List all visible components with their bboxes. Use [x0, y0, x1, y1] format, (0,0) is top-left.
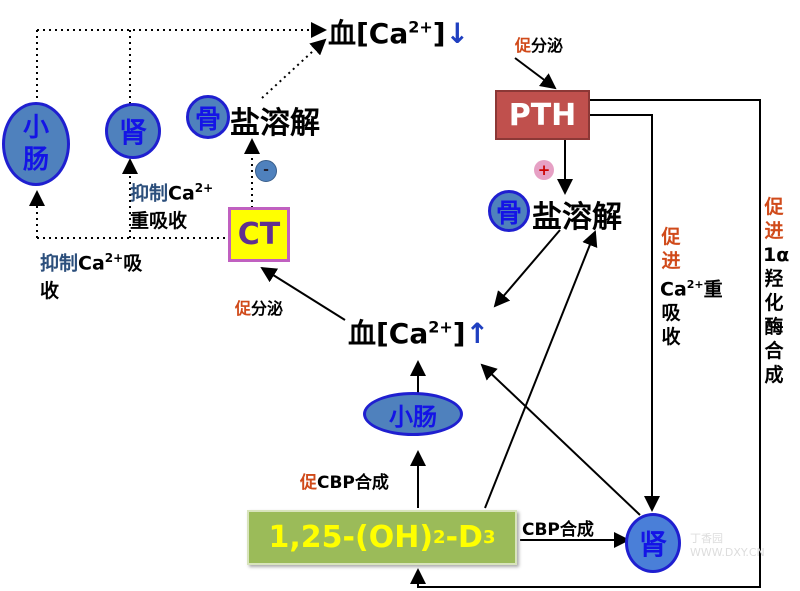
- bone-dissolve-left: 盐溶解: [230, 106, 320, 141]
- promote: 促进: [764, 196, 784, 242]
- watermark: 丁香园 WWW.DXY.CN: [690, 532, 765, 559]
- blood-calcium-increase: 血[Ca2+]↑: [348, 312, 489, 352]
- pth-secretion-label: 促分泌: [515, 32, 563, 56]
- ct-secretion-label: 促分泌: [235, 295, 283, 319]
- pth-kidney-reabsorb-label: 促进 Ca2+重吸收: [660, 225, 723, 349]
- ca: Ca: [660, 278, 687, 301]
- label: 血[Ca: [348, 317, 429, 350]
- sub: 3: [482, 527, 496, 548]
- kidney-circle-bottom: 肾: [625, 513, 681, 573]
- hydroxylase: 1α羟化酶合成: [763, 244, 790, 386]
- promote: 促: [235, 299, 252, 318]
- sup: 2+: [686, 278, 704, 291]
- down-arrow-icon: ↓: [445, 17, 470, 50]
- bracket: ]: [452, 317, 466, 350]
- intestine-circle-left: 小肠: [2, 102, 70, 186]
- cbp-kidney-label: CBP合成: [522, 520, 594, 540]
- formula: 1,25-(OH): [268, 520, 434, 555]
- label: 血[Ca: [328, 17, 409, 50]
- pth-hydroxylase-label: 促进1α羟化酶合成: [763, 195, 789, 387]
- secrete: 分泌: [531, 36, 564, 55]
- up-arrow-icon: ↑: [465, 317, 490, 350]
- inhibit: 抑制: [40, 252, 79, 275]
- minus-sign: -: [255, 160, 277, 182]
- promote: 促进: [661, 226, 681, 272]
- sup: 2+: [194, 181, 214, 195]
- label: 小肠: [22, 113, 49, 175]
- absorb-end: 收: [40, 280, 60, 303]
- blood-calcium-decrease: 血[Ca2+]↓: [328, 12, 469, 52]
- ct-box: CT: [228, 207, 290, 262]
- formula-d: -D: [445, 520, 483, 555]
- bone-dissolve-right: 盐溶解: [532, 200, 622, 235]
- inhibit: 抑制: [130, 182, 169, 205]
- reabsorb: 重吸收: [661, 278, 723, 349]
- superscript: 2+: [428, 317, 453, 337]
- promote: 促: [515, 36, 532, 55]
- cbp: CBP合成: [317, 473, 389, 493]
- sup: 2+: [104, 251, 124, 265]
- inhibit-reabsorption-label: 抑制Ca2+ 重吸收: [130, 174, 213, 235]
- bone-circle-right: 骨: [488, 190, 530, 232]
- plus-sign: +: [534, 160, 554, 180]
- ca: Ca: [168, 182, 195, 205]
- secrete: 分泌: [251, 299, 284, 318]
- cbp-intestine-label: 促CBP合成: [300, 468, 389, 493]
- intestine-ellipse: 小肠: [363, 392, 463, 436]
- superscript: 2+: [408, 17, 433, 37]
- reabsorb: 重吸收: [130, 210, 188, 233]
- absorb: 吸: [123, 252, 143, 275]
- pth-box: PTH: [495, 90, 590, 140]
- ca: Ca: [78, 252, 105, 275]
- inhibit-absorption-label: 抑制Ca2+吸收: [40, 244, 142, 305]
- bone-circle-left: 骨: [186, 95, 230, 139]
- bracket: ]: [432, 17, 446, 50]
- kidney-circle-left: 肾: [105, 103, 161, 159]
- promote: 促: [300, 473, 317, 493]
- sub: 2: [433, 527, 446, 548]
